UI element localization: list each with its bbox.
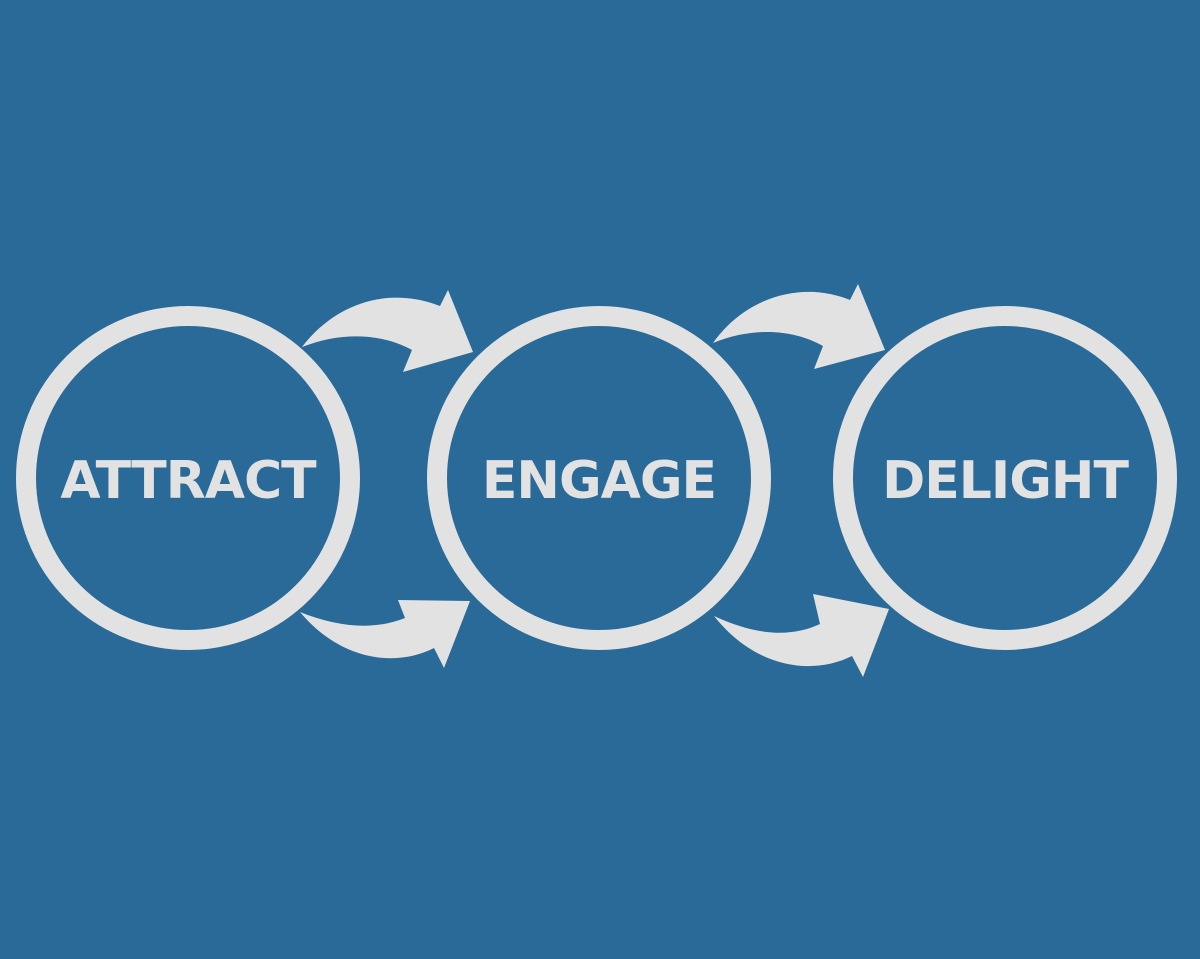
stage-label-delight: DELIGHT [882,451,1129,511]
stage-attract: ATTRACT [16,306,360,650]
arrow-engage-to-delight-bottom [714,594,889,677]
stage-delight: DELIGHT [833,306,1177,650]
arrow-engage-to-delight-top [713,284,885,369]
stage-engage: ENGAGE [427,306,771,650]
arrow-attract-to-engage-bottom [300,600,470,668]
stage-ring-attract [16,306,360,650]
stage-label-engage: ENGAGE [482,451,716,511]
arrow-attract-to-engage-top [302,290,473,372]
stage-label-attract: ATTRACT [60,451,317,511]
stage-ring-delight [833,306,1177,650]
stage-ring-engage [427,306,771,650]
